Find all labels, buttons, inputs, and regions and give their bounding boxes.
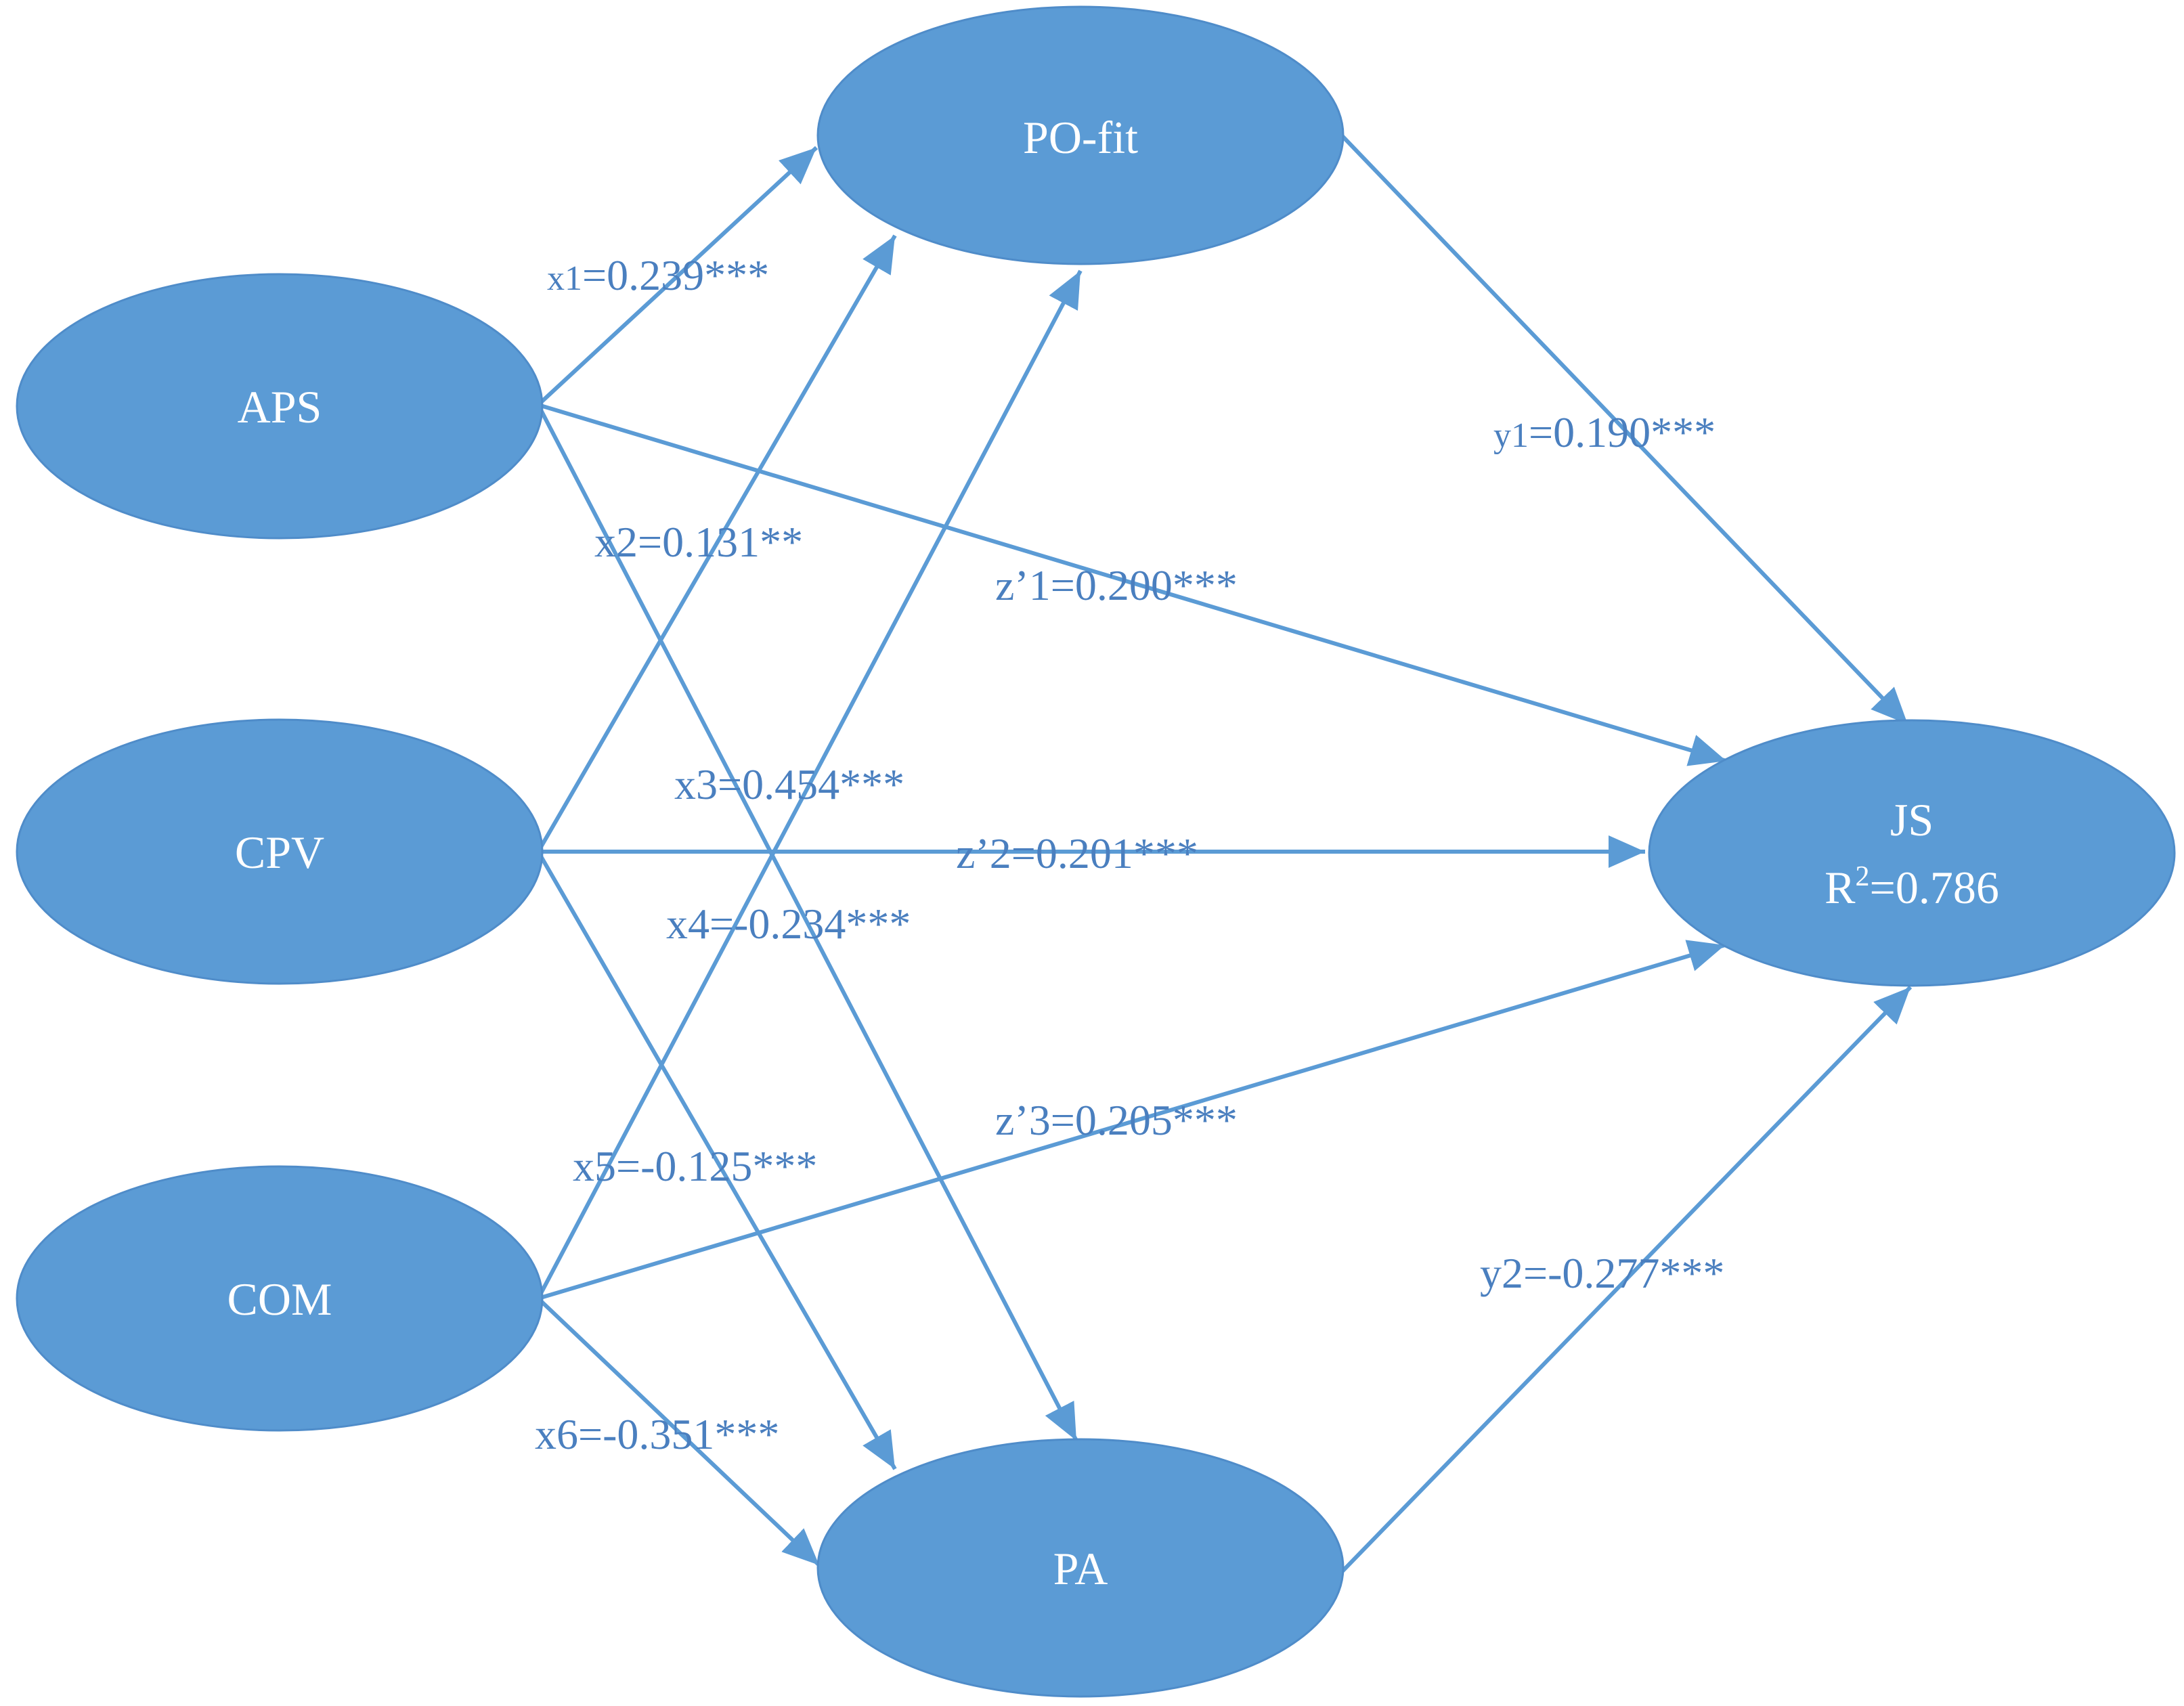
edge-x4 xyxy=(536,403,1078,1442)
edge-x1 xyxy=(536,146,818,407)
node-com-label: COM xyxy=(227,1273,332,1325)
edge-x6 xyxy=(536,1296,821,1567)
node-js-r2: R2=0.786 xyxy=(1825,861,1999,913)
label-x5: x5=-0.125*** xyxy=(573,1142,817,1190)
edge-z3 xyxy=(538,940,1726,1300)
label-z1: z’1=0.200*** xyxy=(995,561,1238,609)
node-cpv: CPV xyxy=(16,718,544,985)
edge-x3 xyxy=(536,269,1083,1300)
edge-z1 xyxy=(538,403,1727,766)
label-z3: z’3=0.205*** xyxy=(995,1096,1238,1144)
label-y2: y2=-0.277*** xyxy=(1480,1249,1724,1297)
label-x6: x6=-0.351*** xyxy=(535,1410,779,1458)
node-pa: PA xyxy=(816,1438,1345,1698)
edge-y1 xyxy=(1337,131,1910,726)
node-pofit: PO-fit xyxy=(816,5,1345,265)
edge-y2 xyxy=(1337,985,1913,1577)
node-pofit-label: PO-fit xyxy=(1023,112,1138,163)
label-x1: x1=0.239*** xyxy=(547,251,769,299)
nodes: APS CPV COM PO-fit PA JS R2=0.786 xyxy=(16,5,2176,1698)
edges xyxy=(536,131,1913,1577)
node-aps: APS xyxy=(16,273,544,540)
label-x4: x4=-0.234*** xyxy=(666,900,911,948)
node-pa-label: PA xyxy=(1053,1543,1108,1594)
label-x3: x3=0.454*** xyxy=(674,760,904,808)
edge-labels: x1=0.239*** x2=0.131** z’1=0.200*** y1=0… xyxy=(535,251,1724,1458)
edge-x5 xyxy=(536,850,897,1470)
node-cpv-label: CPV xyxy=(235,827,324,878)
node-com: COM xyxy=(16,1165,544,1432)
label-y1: y1=0.190*** xyxy=(1493,408,1716,456)
node-js: JS R2=0.786 xyxy=(1648,719,2176,987)
label-z2: z’2=0.201*** xyxy=(956,829,1198,877)
node-js-label: JS xyxy=(1890,794,1934,846)
node-aps-label: APS xyxy=(238,381,322,433)
edge-x2 xyxy=(536,234,897,853)
label-x2: x2=0.131** xyxy=(594,518,803,566)
